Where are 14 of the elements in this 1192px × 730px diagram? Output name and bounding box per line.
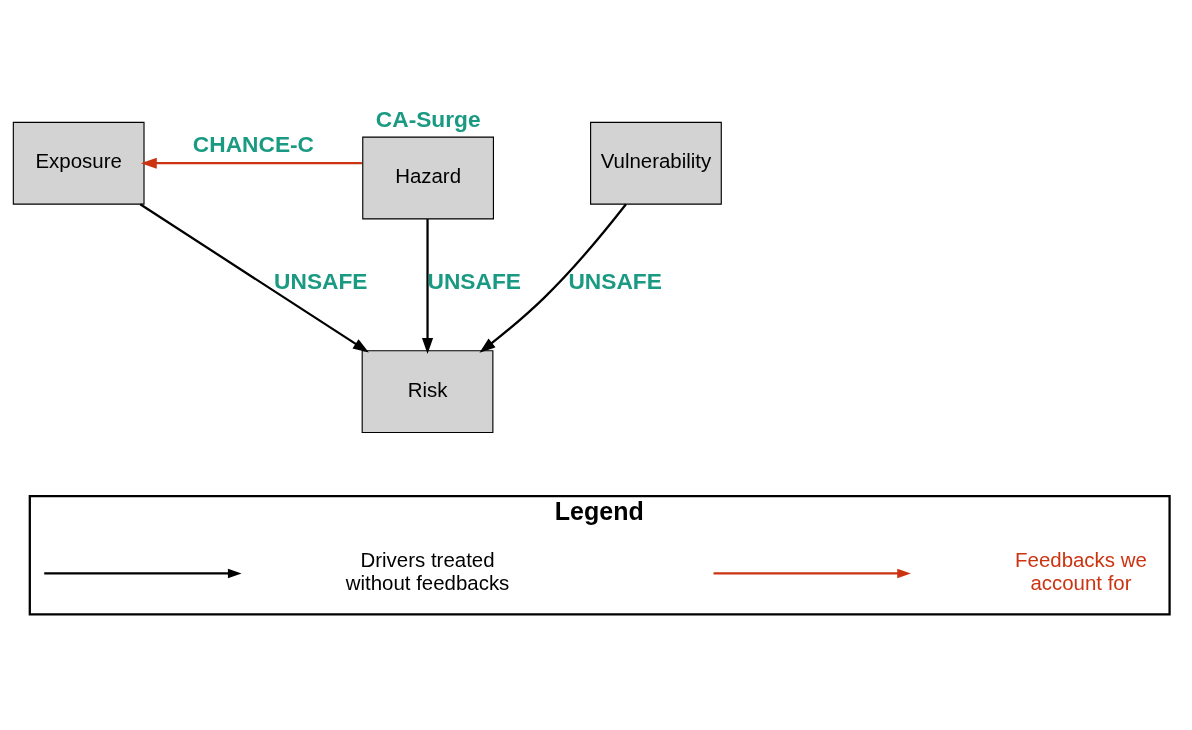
arrow	[140, 157, 362, 169]
node-box: Risk	[361, 349, 494, 433]
node-label: CA-Surge	[375, 105, 481, 132]
arrow	[421, 218, 434, 354]
legend-label: Feedbacks we account for	[1015, 547, 1147, 594]
legend-label: Drivers treated without feedbacks	[345, 547, 510, 594]
edge-label: UNSAFE	[427, 267, 521, 294]
node-box: Exposure	[12, 121, 145, 205]
node-box: Vulnerability	[590, 121, 722, 205]
arrow	[139, 202, 369, 352]
arrow	[479, 203, 627, 353]
edge-label: UNSAFE	[274, 267, 368, 294]
edge-label: CHANCE-C	[192, 130, 315, 157]
edge-label: UNSAFE	[568, 267, 662, 294]
